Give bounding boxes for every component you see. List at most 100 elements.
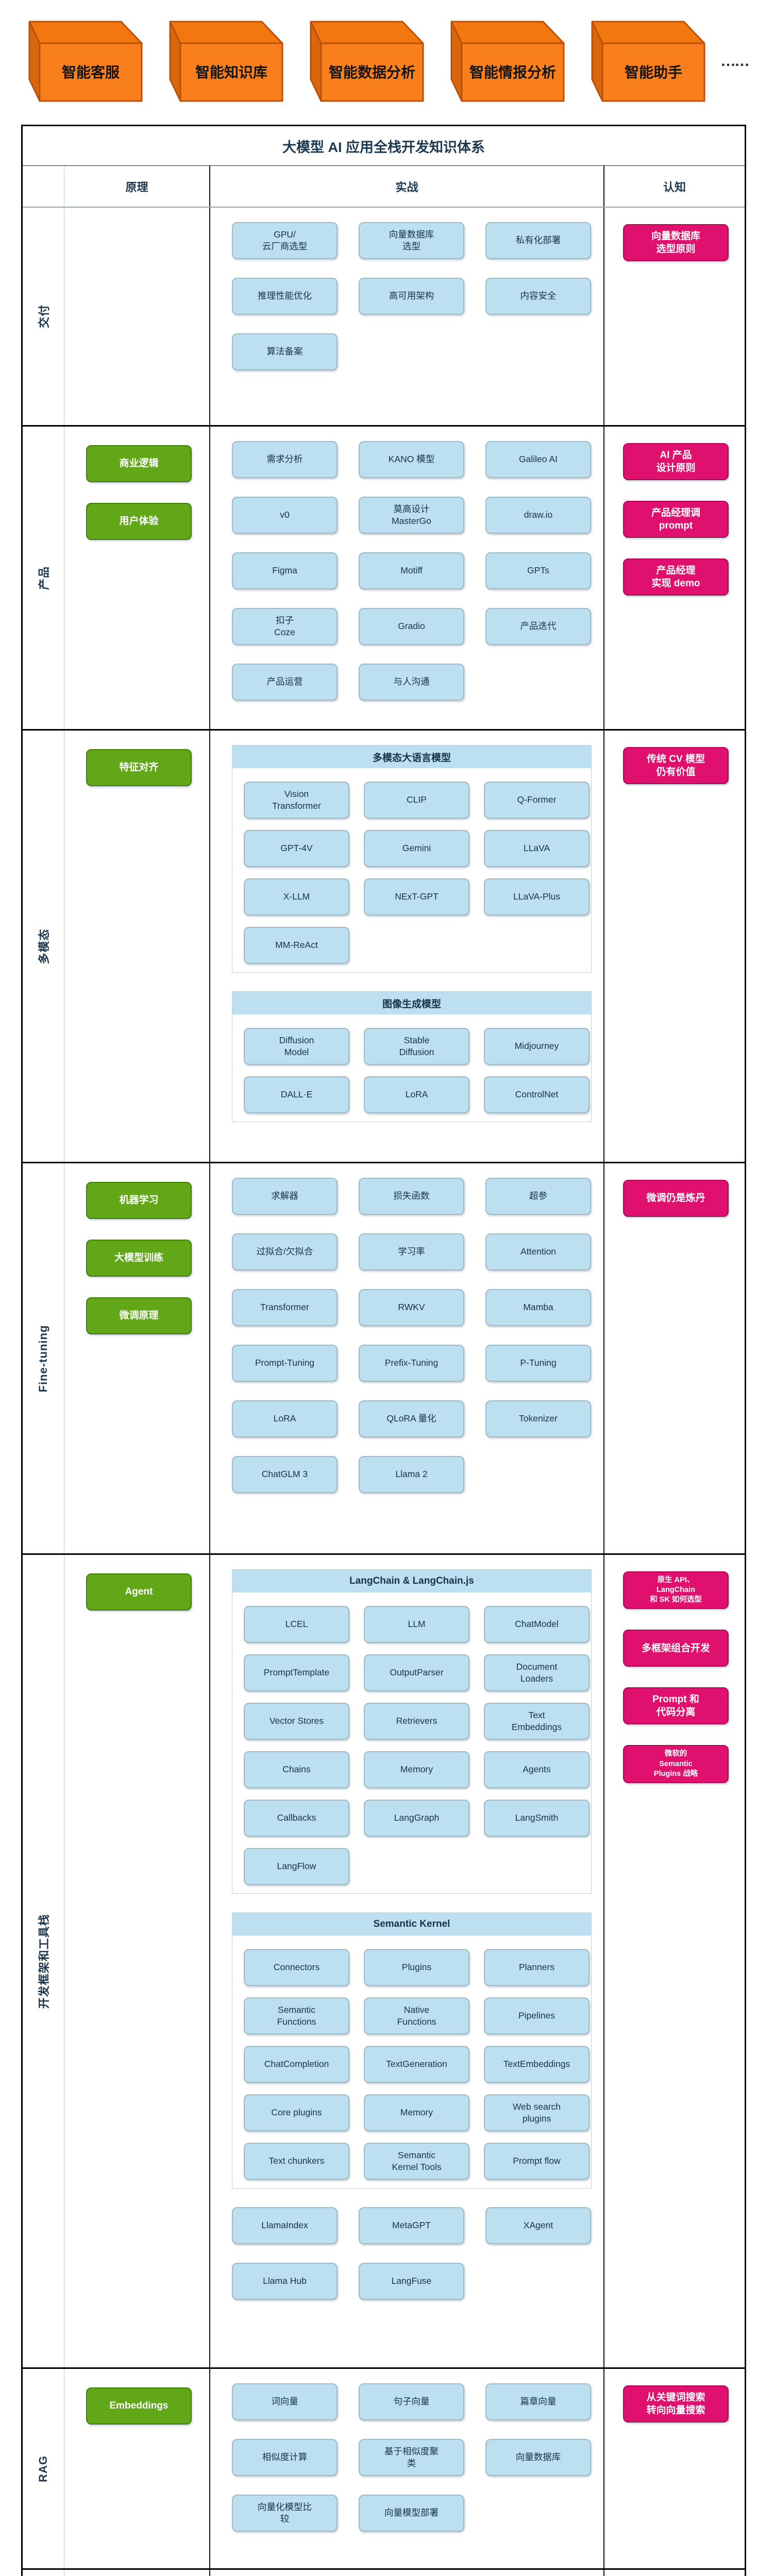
practice-box: LangSmith — [484, 1800, 590, 1837]
cube-graphic: 智能知识库 — [169, 21, 283, 102]
principle-box: 微调原理 — [86, 1297, 192, 1334]
row-label: RAG — [37, 2455, 49, 2482]
principle-column: Embeddings — [64, 2369, 210, 2568]
principle-box: 特征对齐 — [86, 749, 192, 786]
practice-box-row: LangFlow — [232, 1848, 361, 1885]
module-cube: 智能知识库 — [169, 21, 283, 102]
practice-box: 求解器 — [232, 1178, 338, 1215]
practice-box: 高可用架构 — [359, 278, 464, 315]
practice-box: QLoRA 量化 — [359, 1400, 464, 1437]
practice-box: X-LLM — [244, 878, 349, 916]
practice-box: Prompt flow — [484, 2143, 590, 2180]
header-spacer — [23, 166, 64, 207]
practice-box: 学习率 — [359, 1233, 464, 1270]
practice-box: Plugins — [364, 1949, 469, 1986]
row-label-cell: 交付 — [23, 208, 64, 425]
practice-box: Web search plugins — [484, 2094, 590, 2131]
practice-box: Pipelines — [484, 1997, 590, 2035]
column-header-practice: 实战 — [210, 166, 604, 207]
practice-box: Document Loaders — [484, 1654, 590, 1691]
practice-column: 词向量句子向量篇章向量相似度计算基于相似度聚 类向量数据库向量化模型比 较向量模… — [210, 2369, 604, 2568]
cognition-box: AI 产品 设计原则 — [623, 443, 729, 480]
practice-box-row: 产品运营与人沟通 — [232, 664, 464, 701]
practice-box: LangFuse — [359, 2263, 464, 2300]
practice-box: v0 — [232, 497, 338, 534]
practice-box: Core plugins — [244, 2094, 349, 2131]
practice-box: Mamba — [485, 1289, 591, 1326]
row-label-cell: 产品 — [23, 427, 64, 729]
row-label: Fine-tuning — [37, 1325, 49, 1392]
practice-box: Gradio — [359, 608, 464, 645]
principle-column: 用微调提升 prompt 稳定性 — [64, 2570, 210, 2576]
practice-column: 生成式 API对话式 APIAssistants APIFunction Cal… — [210, 2570, 604, 2576]
practice-box: LCEL — [244, 1606, 349, 1643]
practice-box-row: LCEL LLM ChatModel — [232, 1606, 601, 1643]
practice-box: TextEmbeddings — [484, 2046, 590, 2083]
practice-box: Prompt-Tuning — [232, 1345, 338, 1382]
practice-box: 需求分析 — [232, 441, 338, 478]
practice-box: 推理性能优化 — [232, 278, 338, 315]
row-label-cell: 开发框架和工具栈 — [23, 1555, 64, 2367]
cognition-box: 产品经理 实现 demo — [623, 558, 729, 596]
practice-box: 向量数据库 — [485, 2439, 591, 2476]
practice-box-row: 推理性能优化高可用架构内容安全 — [232, 278, 591, 315]
practice-box: ChatModel — [484, 1606, 590, 1643]
practice-box: LLaVA-Plus — [484, 878, 590, 916]
practice-box: Midjourney — [484, 1028, 590, 1065]
module-label: 智能知识库 — [195, 64, 267, 80]
practice-box: Stable Diffusion — [364, 1028, 469, 1065]
principle-box: Embeddings — [86, 2387, 192, 2425]
practice-box: 产品运营 — [232, 664, 338, 701]
practice-box: Memory — [364, 1751, 469, 1788]
practice-box: LoRA — [232, 1400, 338, 1437]
practice-box: 内容安全 — [485, 278, 591, 315]
principle-column — [64, 208, 210, 425]
row-label-cell: API — [23, 2570, 64, 2576]
practice-box: 向量化模型比 较 — [232, 2495, 338, 2532]
practice-box: Diffusion Model — [244, 1028, 349, 1065]
top-modules-band: …… 智能客服智能知识库智能数据分析智能情报分析智能助手 — [0, 0, 774, 118]
practice-box: Attention — [485, 1233, 591, 1270]
row-label: 多模态 — [38, 928, 51, 964]
practice-box: LLM — [364, 1606, 469, 1643]
practice-box: Tokenizer — [485, 1400, 591, 1437]
practice-box: Transformer — [232, 1289, 338, 1326]
module-cube: 智能数据分析 — [310, 21, 424, 102]
group-title: Semantic Kernel — [232, 1913, 591, 1936]
ellipsis-more: …… — [720, 53, 750, 70]
module-label: 智能客服 — [62, 64, 120, 80]
principle-column: Agent — [64, 1555, 210, 2367]
practice-box: 向量数据库 选型 — [359, 222, 464, 259]
practice-box: ControlNet — [484, 1076, 590, 1113]
practice-box: Native Functions — [364, 1997, 469, 2035]
table-header-row: 原理 实战 认知 — [23, 166, 745, 208]
practice-box: LlamaIndex — [232, 2207, 338, 2244]
practice-box: 产品迭代 — [485, 608, 591, 645]
practice-box: Planners — [484, 1949, 590, 1986]
cognition-box: 原生 API、 LangChain 和 SK 如何选型 — [623, 1571, 729, 1609]
cognition-column: 向量数据库 选型原则 — [604, 208, 745, 425]
group-title: LangChain & LangChain.js — [232, 1570, 591, 1592]
practice-box: TextGeneration — [364, 2046, 469, 2083]
